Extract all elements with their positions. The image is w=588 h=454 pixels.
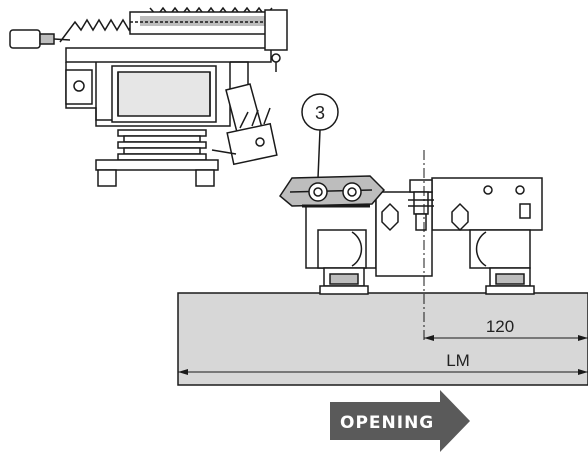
dimension-lm: LM bbox=[178, 351, 588, 375]
dimension-120: 120 bbox=[424, 317, 588, 341]
connector-plug bbox=[9, 29, 41, 49]
cam-clamp bbox=[279, 175, 386, 208]
callout-3: 3 bbox=[301, 93, 339, 179]
rail bbox=[177, 292, 588, 386]
opening-arrow: OPENING bbox=[330, 390, 470, 452]
callout-label: 3 bbox=[315, 103, 325, 123]
carriage-assembly bbox=[279, 175, 543, 295]
opening-label: OPENING bbox=[340, 413, 434, 433]
micro-switch bbox=[211, 83, 278, 166]
solenoid-actuator bbox=[9, 6, 288, 187]
dimension-lm-label: LM bbox=[446, 351, 470, 370]
spring-lower bbox=[117, 129, 207, 161]
dimension-120-label: 120 bbox=[486, 317, 514, 336]
